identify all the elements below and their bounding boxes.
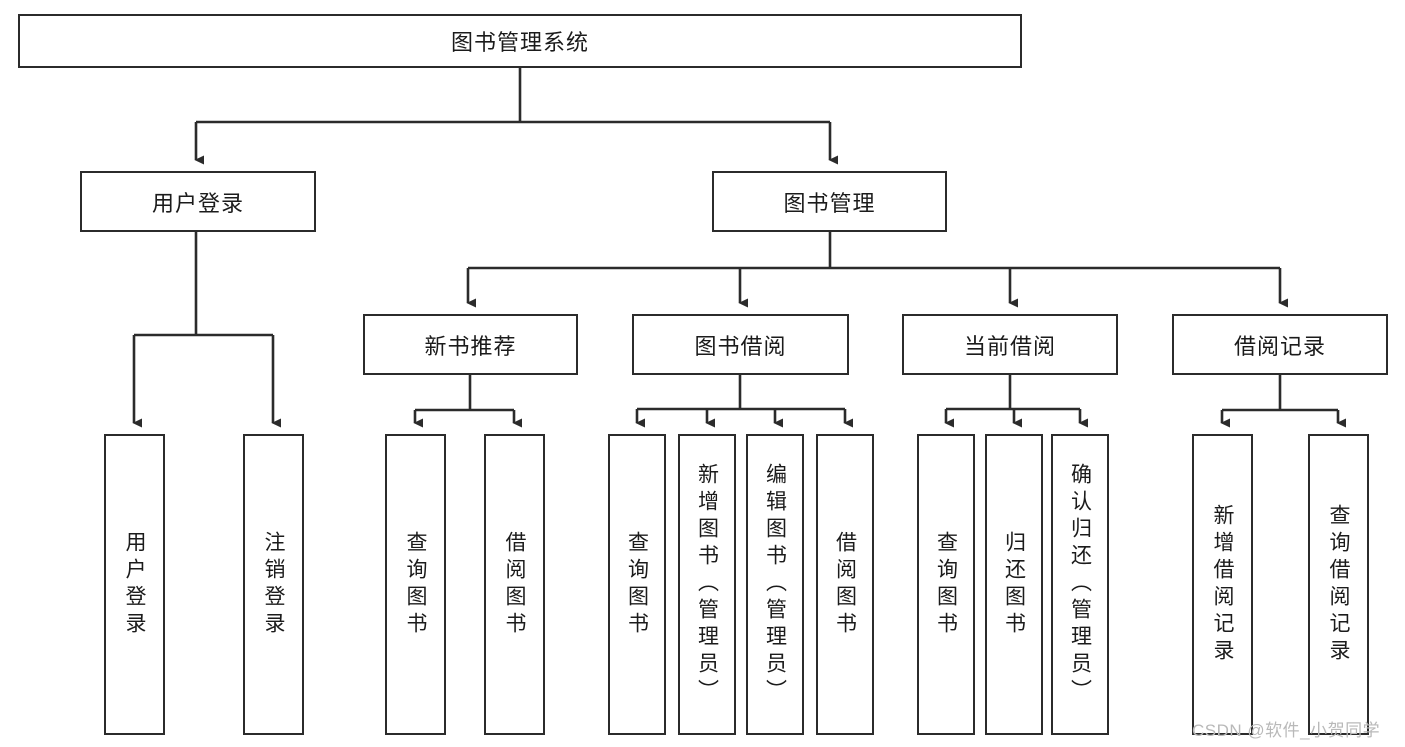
node-leaf-query-book-cur[interactable]: 查询图书 <box>917 434 975 735</box>
node-new-book-recommend-label: 新书推荐 <box>424 333 517 359</box>
node-leaf-borrow-book-label: 借阅图书 <box>833 530 857 639</box>
node-current-borrow-label: 当前借阅 <box>963 333 1056 359</box>
node-leaf-query-book-rec-label: 查询图书 <box>404 530 427 639</box>
node-leaf-logout-login-label: 注销登录 <box>262 530 285 639</box>
node-leaf-add-book-admin-label: 新增图书（管理员） <box>695 463 719 706</box>
node-root[interactable]: 图书管理系统 <box>18 14 1022 68</box>
node-leaf-add-borrow-record-label: 新增借阅记录 <box>1211 503 1234 666</box>
node-book-manage[interactable]: 图书管理 <box>712 171 947 232</box>
node-leaf-add-borrow-record[interactable]: 新增借阅记录 <box>1192 434 1253 735</box>
node-leaf-logout-login[interactable]: 注销登录 <box>243 434 304 735</box>
node-leaf-query-book-rec[interactable]: 查询图书 <box>385 434 446 735</box>
csdn-watermark: CSDN @软件_小贺同学 <box>1192 721 1381 740</box>
node-leaf-confirm-return-admin[interactable]: 确认归还（管理员） <box>1051 434 1109 735</box>
node-book-borrow[interactable]: 图书借阅 <box>632 314 849 375</box>
node-leaf-query-borrow-record[interactable]: 查询借阅记录 <box>1308 434 1369 735</box>
node-book-manage-label: 图书管理 <box>783 190 876 216</box>
node-user-login[interactable]: 用户登录 <box>80 171 316 232</box>
node-leaf-edit-book-admin[interactable]: 编辑图书（管理员） <box>746 434 804 735</box>
node-user-login-label: 用户登录 <box>151 190 244 216</box>
node-root-label: 图书管理系统 <box>450 30 589 55</box>
node-new-book-recommend[interactable]: 新书推荐 <box>363 314 578 375</box>
node-leaf-query-borrow-record-label: 查询借阅记录 <box>1327 503 1350 666</box>
node-book-borrow-label: 图书借阅 <box>694 333 787 359</box>
node-leaf-return-book-label: 归还图书 <box>1002 530 1026 639</box>
node-leaf-confirm-return-admin-label: 确认归还（管理员） <box>1068 463 1092 706</box>
node-leaf-borrow-book-rec-label: 借阅图书 <box>503 530 526 639</box>
node-leaf-query-book-borrow-label: 查询图书 <box>625 530 649 639</box>
node-leaf-user-login[interactable]: 用户登录 <box>104 434 165 735</box>
node-leaf-add-book-admin[interactable]: 新增图书（管理员） <box>678 434 736 735</box>
node-leaf-edit-book-admin-label: 编辑图书（管理员） <box>763 463 787 706</box>
node-leaf-query-book-cur-label: 查询图书 <box>934 530 958 639</box>
node-leaf-borrow-book[interactable]: 借阅图书 <box>816 434 874 735</box>
node-borrow-record[interactable]: 借阅记录 <box>1172 314 1388 375</box>
node-current-borrow[interactable]: 当前借阅 <box>902 314 1118 375</box>
node-leaf-user-login-label: 用户登录 <box>123 530 146 639</box>
node-leaf-borrow-book-rec[interactable]: 借阅图书 <box>484 434 545 735</box>
node-leaf-return-book[interactable]: 归还图书 <box>985 434 1043 735</box>
node-borrow-record-label: 借阅记录 <box>1233 333 1326 359</box>
node-leaf-query-book-borrow[interactable]: 查询图书 <box>608 434 666 735</box>
